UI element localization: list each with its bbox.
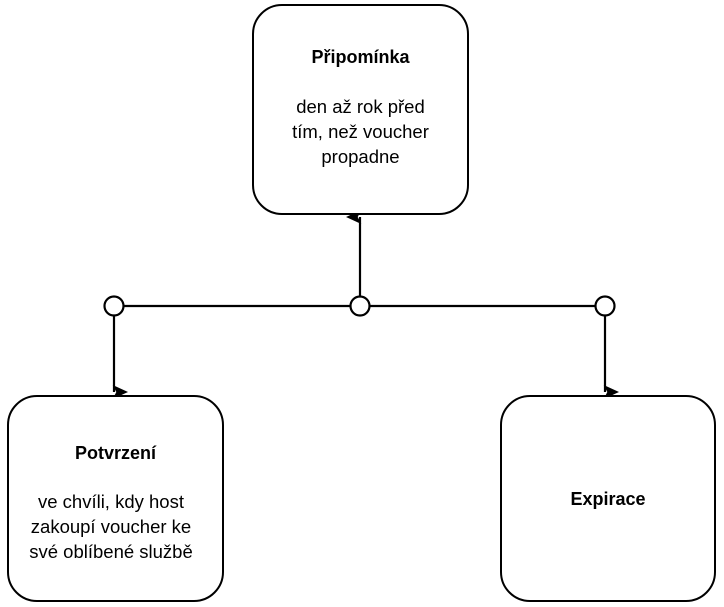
node-confirmation-body-line-2: zakoupí voucher ke (30, 516, 192, 537)
left-junction-circle (103, 295, 125, 317)
node-confirmation-body-line-3: své oblíbené službě (29, 541, 193, 562)
node-reminder-body-line-3: propadne (321, 146, 400, 167)
node-confirmation-body-line-1: ve chvíli, kdy host (37, 491, 184, 512)
node-confirmation-title: Potvrzení (74, 443, 157, 463)
node-expiration-title: Expirace (570, 488, 646, 509)
node-reminder-body-line-1: den až rok před (296, 96, 425, 117)
node-reminder-title: Připomínka (311, 47, 410, 67)
node-expiration[interactable]: Expirace (500, 395, 716, 602)
node-reminder-body: den až rok před tím, než voucher propadn… (292, 94, 429, 169)
node-confirmation[interactable]: Potvrzení ve chvíli, kdy host zakoupí vo… (7, 395, 224, 602)
node-confirmation-body: ve chvíli, kdy host zakoupí voucher ke s… (0, 489, 229, 564)
right-junction-circle (594, 295, 616, 317)
center-junction-circle (349, 295, 371, 317)
node-reminder-body-line-2: tím, než voucher (292, 121, 429, 142)
node-reminder[interactable]: Připomínka den až rok před tím, než vouc… (252, 4, 469, 215)
